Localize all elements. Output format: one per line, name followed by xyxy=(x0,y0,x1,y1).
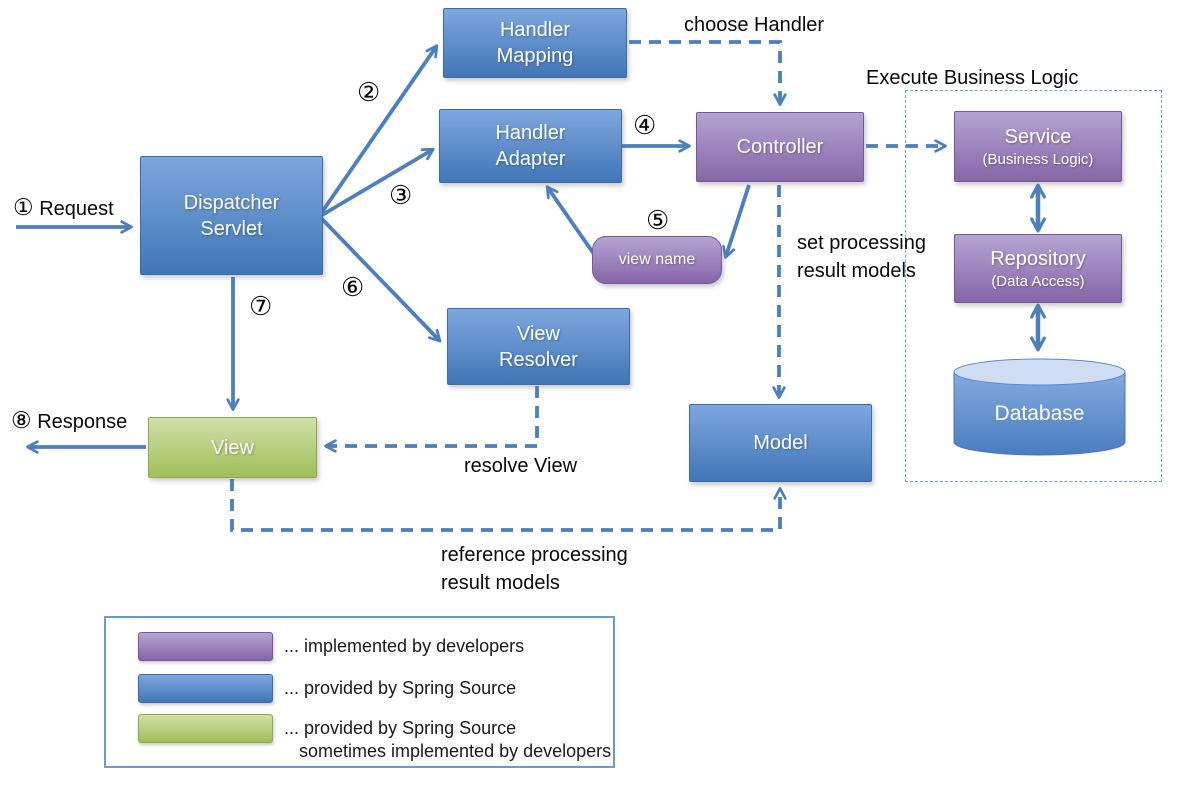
node-sublabel: (Data Access) xyxy=(991,273,1085,290)
node-label: Repository xyxy=(990,248,1086,270)
step-4-number: ④ xyxy=(633,110,657,140)
arrow-dispatcher-to-handler-adapter xyxy=(321,147,435,217)
choose-handler-label: choose Handler xyxy=(684,14,825,36)
node-sublabel: (Business Logic) xyxy=(982,151,1094,168)
reference-processing-label: reference processing result models xyxy=(441,544,628,594)
dashed-arrow-view-resolver-to-view xyxy=(324,386,539,453)
node-label: Dispatcher xyxy=(183,191,280,214)
dashed-arrow-view-to-model xyxy=(230,479,787,532)
node-label: Handler xyxy=(495,122,566,144)
database-cylinder-icon: Database xyxy=(953,358,1126,456)
execute-business-logic-label: Execute Business Logic xyxy=(866,67,1079,89)
arrow-dispatcher-to-view-resolver xyxy=(320,217,442,343)
legend-text-blue: ... provided by Spring Source xyxy=(284,678,517,698)
node-label: Mapping xyxy=(496,45,574,67)
node-handler-adapter: Handler Adapter xyxy=(439,109,622,183)
node-label: Model xyxy=(753,432,808,454)
dashed-arrow-choose-handler xyxy=(629,40,787,106)
node-view-resolver: View Resolver xyxy=(447,308,630,385)
node-view: View xyxy=(148,417,317,478)
node-label: View xyxy=(517,322,560,345)
legend: ... implemented by developers ... provid… xyxy=(104,616,615,768)
step-8-number: ⑧ xyxy=(11,407,32,433)
node-label: Service xyxy=(1004,126,1072,148)
step-7-number: ⑦ xyxy=(249,291,273,321)
node-dispatcher-servlet: Dispatcher Servlet xyxy=(140,156,323,275)
node-label: Controller xyxy=(736,136,824,158)
step-6-number: ⑥ xyxy=(341,272,365,302)
legend-swatch-green xyxy=(138,714,273,743)
legend-swatch-blue xyxy=(138,674,273,703)
node-label: view name xyxy=(618,251,696,268)
legend-swatch-purple xyxy=(138,632,273,661)
node-controller: Controller xyxy=(696,112,864,182)
legend-text-purple: ... implemented by developers xyxy=(284,636,525,656)
node-repository: Repository (Data Access) xyxy=(954,234,1122,303)
step-3-number: ③ xyxy=(389,180,413,210)
resolve-view-label: resolve View xyxy=(464,455,578,477)
node-model: Model xyxy=(689,404,872,482)
node-label: Servlet xyxy=(200,217,263,240)
node-label: Adapter xyxy=(495,148,566,170)
response-label: ⑧ Response xyxy=(11,407,128,433)
node-label: Resolver xyxy=(499,348,578,371)
legend-text-green-line2: sometimes implemented by developers xyxy=(299,741,612,761)
node-view-name: view name xyxy=(592,236,722,284)
execute-business-logic-container xyxy=(905,90,1162,482)
step-1-number: ① xyxy=(13,194,34,220)
node-label: Database xyxy=(995,402,1085,425)
arrow-controller-to-view-name xyxy=(722,184,751,259)
arrow-dispatcher-to-handler-mapping xyxy=(320,44,439,214)
node-label: View xyxy=(211,436,254,459)
node-label: Handler xyxy=(499,19,571,41)
node-database: Database xyxy=(952,358,1127,463)
node-handler-mapping: Handler Mapping xyxy=(443,8,627,78)
arrow-view-name-to-handler-adapter xyxy=(545,185,598,259)
legend-text-green-line1: ... provided by Spring Source xyxy=(284,718,517,738)
set-processing-label: set processing result models xyxy=(797,232,926,282)
step-2-number: ② xyxy=(357,77,381,107)
step-5-number: ⑤ xyxy=(646,205,670,235)
node-service: Service (Business Logic) xyxy=(954,111,1122,182)
request-label: ① Request xyxy=(13,194,114,220)
